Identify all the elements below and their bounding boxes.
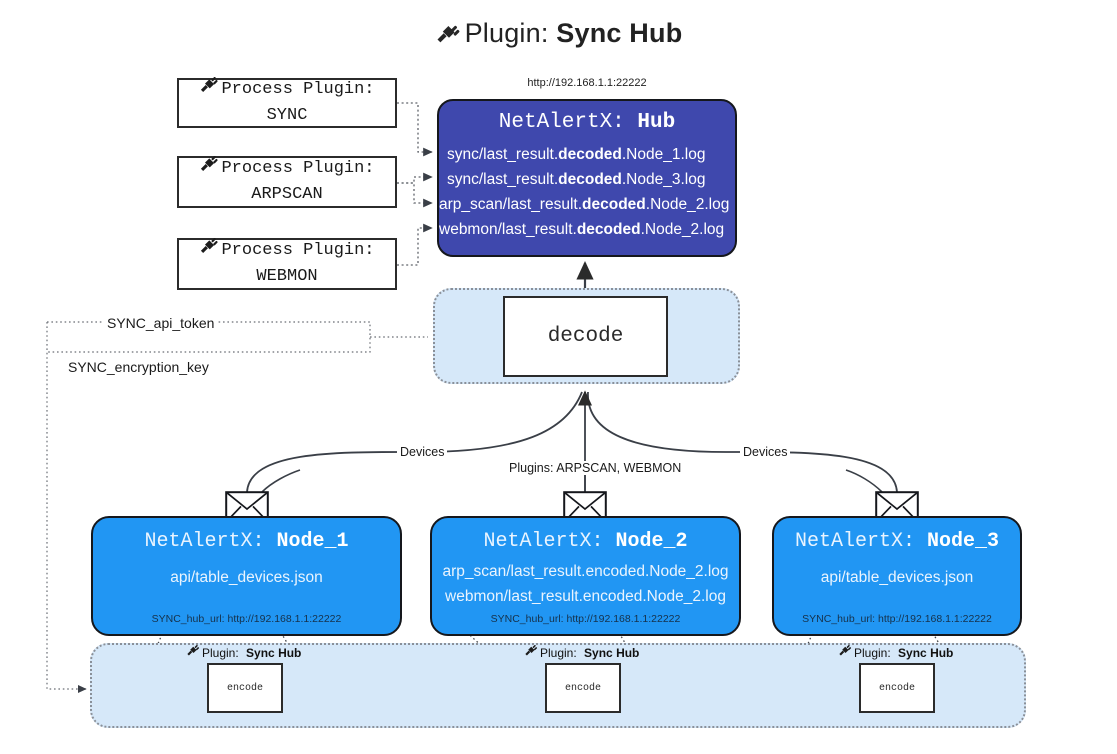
hub-box[interactable]: NetAlertX: Hub sync/last_result.decoded.…: [437, 99, 737, 257]
node-box-node-1[interactable]: NetAlertX: Node_1 api/table_devices.json…: [91, 516, 402, 636]
hub-log-row: sync/last_result.decoded.Node_3.log: [447, 171, 706, 189]
process-plugin-box-sync[interactable]: Process Plugin: SYNC: [177, 77, 397, 128]
hub-title-prefix: NetAlertX:: [498, 111, 625, 134]
edge-label-devices-right: Devices: [740, 445, 791, 459]
process-plugin-label: Process Plugin:: [221, 241, 375, 261]
secret-label-api-token: SYNC_api_token: [104, 315, 218, 331]
plug-icon: [199, 156, 219, 183]
plug-icon: [435, 21, 461, 52]
hub-log-row: arp_scan/last_result.decoded.Node_2.log: [439, 196, 730, 214]
hub-title: NetAlertX: Hub: [439, 111, 735, 134]
node-title: NetAlertX: Node_2: [483, 530, 688, 553]
node-log-line: api/table_devices.json: [170, 569, 323, 586]
edge-label-devices-left: Devices: [397, 445, 448, 459]
hub-log-row: webmon/last_result.decoded.Node_2.log: [439, 221, 725, 239]
process-plugin-name: ARPSCAN: [251, 185, 323, 204]
plug-icon: [199, 77, 219, 104]
hub-log-row: sync/last_result.decoded.Node_1.log: [447, 146, 706, 163]
process-plugin-box-arpscan[interactable]: Process Plugin: ARPSCAN: [177, 156, 397, 208]
encode-box-node-3[interactable]: encode: [859, 663, 935, 713]
process-plugin-label: Process Plugin:: [221, 159, 375, 179]
encode-box-node-2[interactable]: encode: [545, 663, 621, 713]
node-title: NetAlertX: Node_3: [794, 530, 1000, 553]
node-box-node-2[interactable]: NetAlertX: Node_2 arp_scan/last_result.e…: [430, 516, 741, 636]
plug-icon: [199, 238, 219, 265]
secret-label-encryption-key: SYNC_encryption_key: [65, 359, 212, 375]
edge-label-plugins-center: Plugins: ARPSCAN, WEBMON: [506, 461, 685, 475]
decode-box[interactable]: decode: [503, 296, 668, 377]
title-plugin-name: Sync Hub: [556, 18, 683, 48]
node-hub-url: SYNC_hub_url: http://192.168.1.1:22222: [802, 613, 992, 625]
encoder-caption-node-3: Plugin: Sync Hub: [838, 644, 953, 660]
node-hub-url: SYNC_hub_url: http://192.168.1.1:22222: [490, 613, 681, 625]
plug-icon: [186, 644, 200, 660]
hub-url-label: http://192.168.1.1:22222: [527, 77, 647, 89]
plug-icon: [838, 644, 852, 660]
process-plugin-name: WEBMON: [256, 267, 318, 286]
encode-box-node-1[interactable]: encode: [207, 663, 283, 713]
process-plugin-box-webmon[interactable]: Process Plugin: WEBMON: [177, 238, 397, 290]
encoder-caption-node-2: Plugin: Sync Hub: [524, 644, 639, 660]
encode-label: encode: [878, 682, 915, 694]
plug-icon: [524, 644, 538, 660]
encode-label: encode: [564, 682, 601, 694]
node-hub-url: SYNC_hub_url: http://192.168.1.1:22222: [151, 613, 342, 625]
decode-label: decode: [547, 325, 624, 348]
node-log-line: webmon/last_result.encoded.Node_2.log: [445, 588, 726, 606]
process-plugin-name: SYNC: [266, 106, 308, 125]
node-log-line: api/table_devices.json: [820, 569, 974, 586]
title-prefix: Plugin:: [464, 18, 549, 48]
page-title: Plugin: Sync Hub: [0, 18, 1117, 52]
node-log-line: arp_scan/last_result.encoded.Node_2.log: [442, 563, 729, 580]
encoder-caption-node-1: Plugin: Sync Hub: [186, 644, 301, 660]
node-title: NetAlertX: Node_1: [144, 530, 349, 553]
encode-label: encode: [226, 682, 263, 694]
hub-title-name: Hub: [637, 111, 676, 134]
node-box-node-3[interactable]: NetAlertX: Node_3 api/table_devices.json…: [772, 516, 1022, 636]
process-plugin-label: Process Plugin:: [221, 80, 375, 100]
